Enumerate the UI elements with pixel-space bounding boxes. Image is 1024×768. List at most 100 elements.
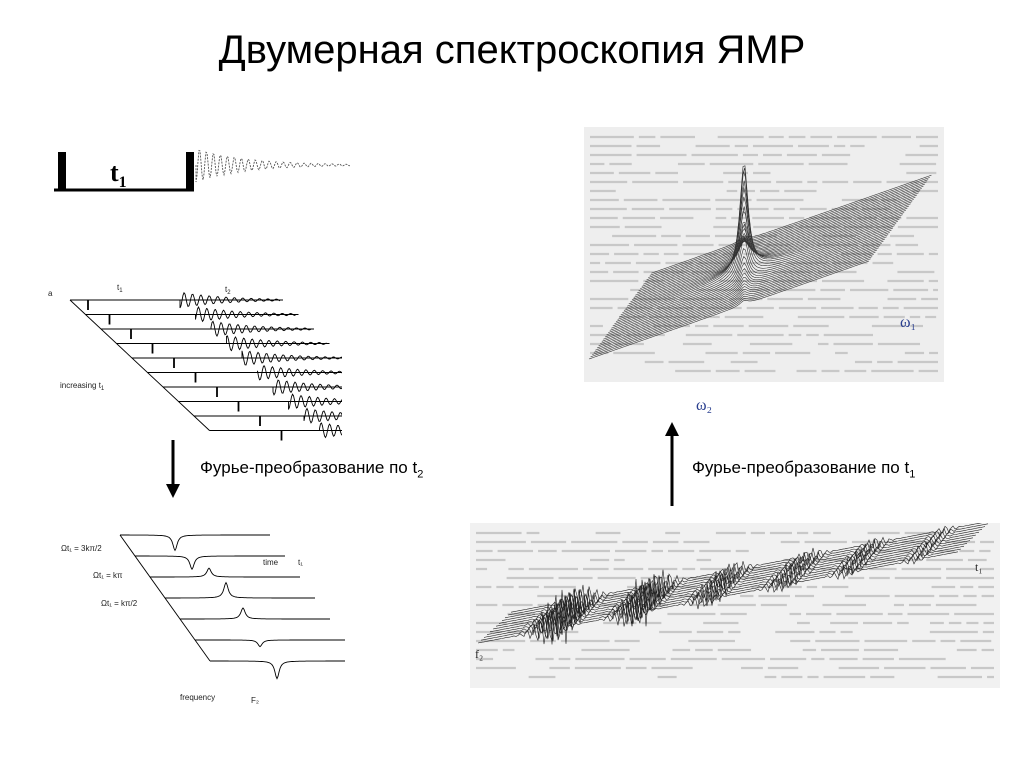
arrow-up — [665, 422, 679, 506]
ft-t2-caption: Фурье-преобразование по t2 — [200, 458, 424, 481]
panel-a-t1-label: t1 — [117, 283, 123, 294]
stack-edge — [119, 534, 211, 662]
surface-trace — [640, 190, 921, 289]
surface-trace — [595, 251, 876, 351]
t1-axis-label: t₁ — [975, 560, 983, 574]
row3-label: Ωt₁ = kπ/2 — [101, 599, 138, 608]
surface-trace — [612, 227, 894, 327]
ridge-trace — [504, 526, 986, 620]
surface-trace — [596, 249, 878, 349]
omega1-axis-label: ω₁ — [900, 314, 916, 331]
omega2-axis: ω₂ — [696, 397, 712, 414]
spectrum-trace — [150, 567, 300, 578]
spectrum-trace — [210, 660, 345, 680]
f2-axis-label: f₂ — [475, 647, 483, 661]
t1-delay-label: t1 — [110, 158, 127, 191]
page-title: Двумерная спектроскопия ЯМР — [218, 28, 806, 72]
ridge-trace — [507, 523, 989, 616]
fid-trace — [272, 379, 342, 396]
fid-signal — [195, 149, 350, 183]
row1-label: Ωt₁ = 3kπ/2 — [61, 544, 102, 553]
pulse-90-right — [186, 152, 194, 190]
surface-trace — [631, 201, 913, 300]
surface-trace — [630, 203, 911, 302]
surface-trace — [635, 196, 916, 296]
surface-trace — [643, 185, 924, 285]
fid-trace — [195, 305, 296, 323]
fid-trace — [210, 320, 312, 337]
fid-trace — [303, 407, 342, 424]
arrow-down — [166, 440, 180, 498]
t1-label: t₁ — [298, 558, 303, 567]
fid-trace — [226, 335, 327, 352]
surface-trace — [633, 199, 914, 298]
spectrum-trace — [195, 639, 345, 648]
surface-trace — [649, 177, 930, 276]
spectrum-stack — [119, 534, 345, 680]
surface-trace — [646, 181, 927, 281]
ridge-trace — [501, 529, 983, 621]
f2-label: F₂ — [251, 696, 259, 705]
stack-edge — [69, 299, 210, 431]
surface-trace — [617, 187, 898, 320]
surface-trace — [606, 236, 887, 336]
fid-trace — [257, 365, 342, 381]
ridge-traces — [477, 523, 989, 645]
surface-trace — [627, 207, 908, 307]
surface-trace — [625, 196, 906, 309]
fid-trace — [288, 393, 342, 410]
surface-trace — [641, 188, 922, 287]
surface-trace — [601, 243, 882, 342]
surface-trace — [600, 245, 881, 344]
fid-stack — [69, 291, 342, 441]
panel-a-t2-label: t2 — [225, 285, 231, 296]
interferogram-plot: t₁ f₂ — [470, 523, 1000, 688]
ridge-trace — [480, 548, 962, 642]
frequency-stack-diagram: Ωt₁ = 3kπ/2 Ωt₁ = kπ Ωt₁ = kπ/2 time t₁ … — [61, 534, 345, 705]
surface-trace — [651, 174, 932, 274]
time-label: time — [263, 558, 279, 567]
surface-trace — [604, 238, 886, 338]
surface-trace — [648, 179, 929, 278]
increasing-t1-label: increasing t1 — [60, 381, 105, 392]
surface-trace — [636, 194, 918, 294]
ridge-trace — [510, 523, 983, 615]
surface-trace — [590, 258, 871, 358]
surface-trace — [620, 165, 902, 316]
omega2-axis-label: ω₂ — [696, 397, 712, 414]
pulse-sequence-diagram: t1 — [54, 149, 350, 192]
spectrum-trace — [120, 534, 270, 552]
surface-trace — [611, 229, 892, 329]
surface-trace — [644, 183, 926, 283]
surface-trace — [598, 247, 879, 347]
fid-trace — [241, 350, 342, 366]
fid-trace — [179, 291, 281, 309]
ridge-trace — [498, 531, 980, 624]
surface-trace — [593, 254, 874, 353]
surface-trace — [619, 171, 900, 318]
surface-trace — [638, 192, 919, 292]
surface-trace — [622, 167, 903, 313]
surface-trace — [608, 234, 889, 333]
ft-t1-caption: Фурье-преобразование по t1 — [692, 458, 916, 481]
2d-spectrum-plot: ω₁ — [584, 127, 944, 382]
surface-trace — [614, 223, 895, 324]
surface-trace — [592, 256, 873, 355]
frequency-label: frequency — [180, 693, 215, 702]
stacked-fid-diagram: a t1 t2 increasing t1 — [48, 283, 342, 441]
surface-traces — [588, 165, 932, 360]
spectrum-trace — [135, 555, 285, 571]
surface-trace — [588, 260, 870, 360]
spectrum-trace — [165, 581, 315, 599]
surface-trace — [609, 232, 890, 331]
surface-trace — [628, 205, 910, 305]
surface-trace — [615, 206, 897, 322]
spectrum-trace — [180, 607, 330, 620]
row2-label: Ωt₁ = kπ — [93, 571, 123, 580]
surface-trace — [623, 180, 905, 311]
pulse-90-left — [58, 152, 66, 190]
fid-trace — [319, 422, 342, 439]
panel-a-letter: a — [48, 289, 53, 298]
surface-trace — [603, 240, 884, 340]
ridge-trace — [495, 534, 977, 627]
